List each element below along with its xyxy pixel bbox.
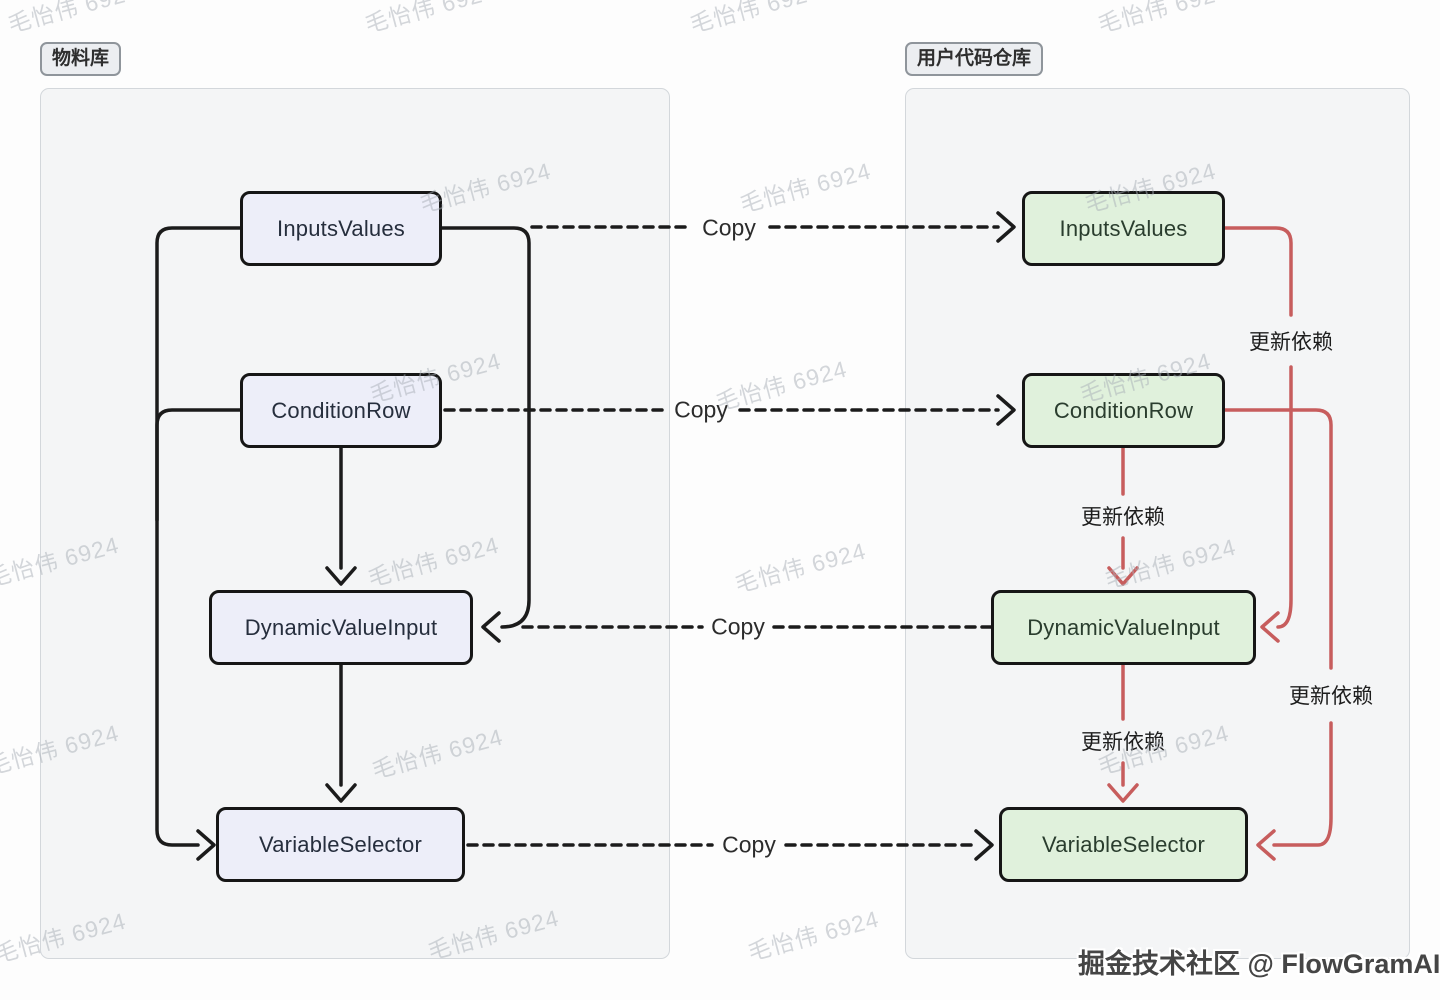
node-dynamicvalueinput-left: DynamicValueInput xyxy=(209,590,473,665)
node-conditionrow-right: ConditionRow xyxy=(1022,373,1225,448)
node-variableselector-left: VariableSelector xyxy=(216,807,465,882)
copy-edge-label-1: Copy xyxy=(702,214,756,241)
node-conditionrow-left: ConditionRow xyxy=(240,373,442,448)
update-dependency-label-1: 更新依赖 xyxy=(1249,331,1333,354)
watermark-text: 毛怡伟 6924 xyxy=(737,157,874,218)
update-dependency-label-3: 更新依赖 xyxy=(1289,685,1373,708)
copy-edge-label-2: Copy xyxy=(674,396,728,423)
update-dependency-label-2: 更新依赖 xyxy=(1081,506,1165,529)
node-inputsvalues-right: InputsValues xyxy=(1022,191,1225,266)
watermark-text: 毛怡伟 6924 xyxy=(5,0,142,38)
watermark-text: 毛怡伟 6924 xyxy=(687,0,824,38)
watermark-text: 毛怡伟 6924 xyxy=(713,355,850,416)
node-dynamicvalueinput-right: DynamicValueInput xyxy=(991,590,1256,665)
watermark-text: 毛怡伟 6924 xyxy=(362,0,499,38)
copy-edge-label-4: Copy xyxy=(722,831,776,858)
watermark-text: 毛怡伟 6924 xyxy=(745,905,882,966)
watermark-text: 毛怡伟 6924 xyxy=(732,537,869,598)
copy-edge-label-3: Copy xyxy=(711,613,765,640)
node-variableselector-right: VariableSelector xyxy=(999,807,1248,882)
update-dependency-label-4: 更新依赖 xyxy=(1081,731,1165,754)
footer-credit: 掘金技术社区 @ FlowGramAI xyxy=(1078,949,1440,979)
left-panel-title: 物料库 xyxy=(40,42,122,76)
node-inputsvalues-left: InputsValues xyxy=(240,191,442,266)
watermark-text: 毛怡伟 6924 xyxy=(1095,0,1232,38)
right-panel-title: 用户代码仓库 xyxy=(905,42,1044,76)
